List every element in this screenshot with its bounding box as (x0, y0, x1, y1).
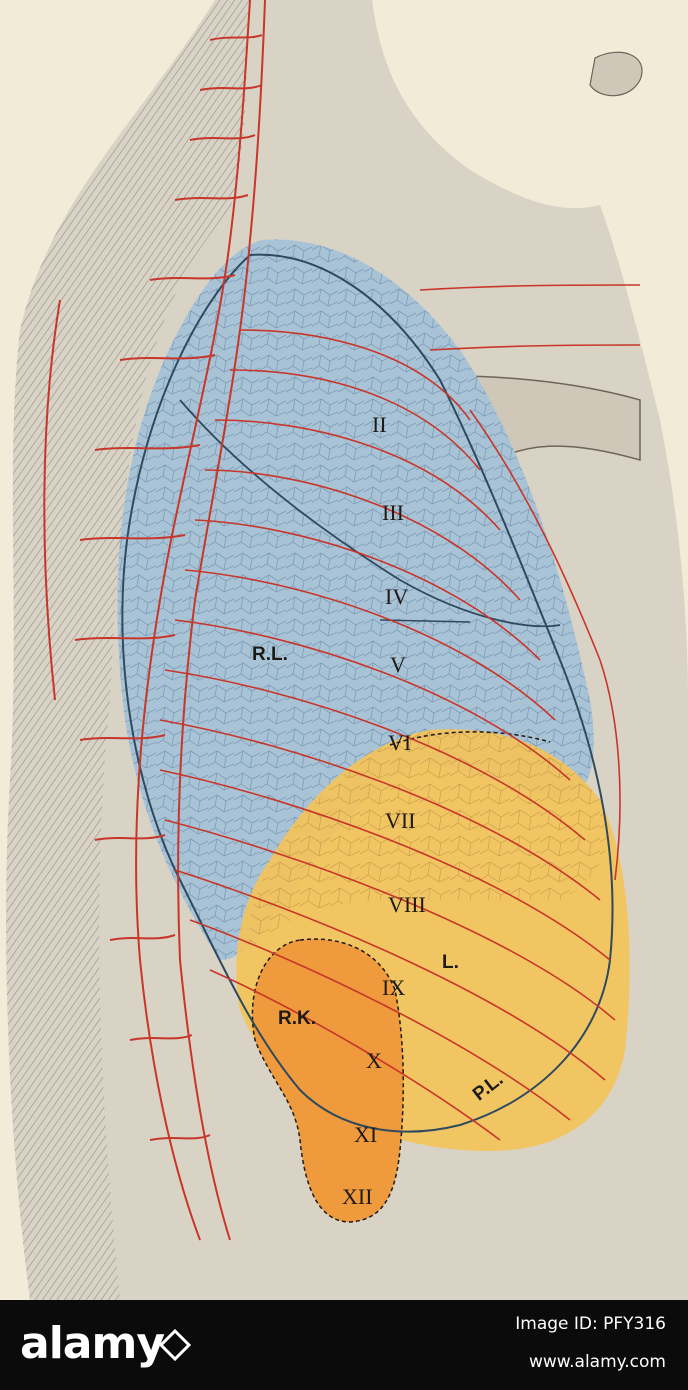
ear (589, 51, 643, 97)
spinal-nerve-chain (43, 0, 266, 1241)
pleura-outline (121, 253, 614, 1133)
label-right-lung: R.L. (252, 644, 288, 665)
label-right-kidney: R.K. (278, 1008, 316, 1029)
label-rib-xii: XII (342, 1184, 373, 1209)
label-rib-ii: II (372, 412, 387, 437)
label-rib-xi: XI (354, 1122, 377, 1147)
torso-diagram: II III IV V VI VII VIII IX X XI XII R.L.… (6, 0, 688, 1300)
label-rib-x: X (366, 1048, 382, 1073)
intercostal-nerves (159, 284, 641, 1141)
label-rib-iv: IV (385, 584, 408, 609)
label-rib-v: V (390, 652, 406, 677)
right-lung-texture (117, 239, 594, 960)
lung-horizontal-fissure (379, 619, 471, 623)
liver-texture (249, 729, 608, 950)
label-rib-iii: III (382, 500, 404, 525)
label-rib-vi: VI (388, 730, 411, 755)
lung-fissure-line (179, 399, 561, 628)
site-url-text: www.alamy.com (528, 1352, 666, 1372)
brand-logo-icon (158, 1328, 192, 1362)
label-rib-viii: VIII (388, 892, 426, 917)
right-kidney-dotted-outline (251, 938, 405, 1223)
brand-logo: alamy (20, 1318, 165, 1369)
label-liver: L. (442, 952, 459, 973)
watermark-footer: alamy Image ID: PFY316 www.alamy.com (0, 1300, 688, 1390)
label-rib-vii: VII (385, 808, 416, 833)
label-rib-ix: IX (382, 975, 405, 1000)
image-id-text: Image ID: PFY316 (515, 1314, 666, 1334)
anatomical-illustration: II III IV V VI VII VIII IX X XI XII R.L.… (6, 0, 688, 1300)
back-shading (6, 0, 251, 1300)
